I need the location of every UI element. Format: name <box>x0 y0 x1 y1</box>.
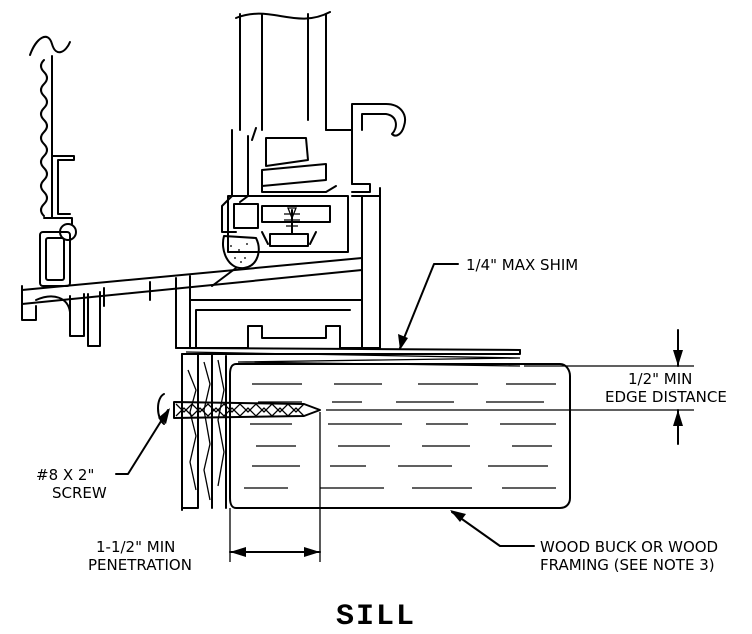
edge-distance-label-1: 1/2" MIN <box>628 370 692 388</box>
penetration-dimension <box>229 412 321 562</box>
exterior-wall <box>29 35 77 287</box>
screw-label-2: SCREW <box>52 484 107 502</box>
screw-label-1: #8 X 2" <box>36 466 94 484</box>
wood-label-1: WOOD BUCK OR WOOD <box>540 538 718 556</box>
sill-frame <box>21 187 381 349</box>
shim <box>181 347 521 511</box>
penetration-label-2: PENETRATION <box>88 556 192 574</box>
screw <box>157 393 321 425</box>
shim-label: 1/4" MAX SHIM <box>466 256 578 274</box>
edge-distance-label-2: EDGE DISTANCE <box>605 388 727 406</box>
wood-buck <box>181 353 571 509</box>
sash-frame <box>221 103 406 253</box>
drawing-title: SILL <box>336 600 416 634</box>
glazing-bead <box>211 235 260 287</box>
penetration-label-1: 1-1/2" MIN <box>96 538 175 556</box>
edge-distance-dimension <box>326 329 694 445</box>
glass-unit <box>235 11 331 131</box>
wood-label-2: FRAMING (SEE NOTE 3) <box>540 556 715 574</box>
leaders <box>115 263 535 547</box>
